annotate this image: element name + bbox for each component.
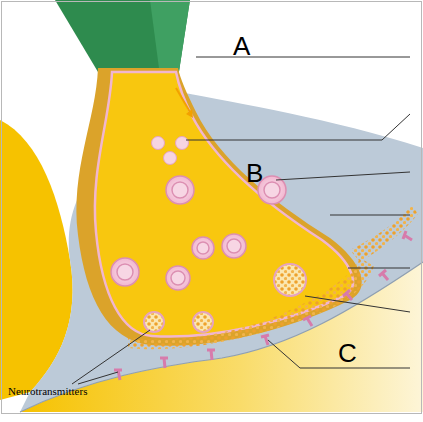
vesicle-core bbox=[197, 242, 209, 254]
axon-terminal bbox=[95, 72, 353, 337]
leader-line bbox=[78, 372, 118, 384]
leader-line bbox=[186, 114, 410, 140]
vesicle bbox=[166, 266, 190, 290]
vesicle bbox=[152, 137, 165, 150]
exocytosis-pocket bbox=[144, 312, 164, 332]
label-text: Neurotransmitters bbox=[8, 386, 87, 397]
vesicle-core bbox=[227, 239, 241, 253]
leader-lines bbox=[72, 57, 410, 384]
axon bbox=[55, 0, 190, 78]
exocytosis-pocket bbox=[274, 264, 306, 296]
leader-line bbox=[268, 340, 410, 368]
frame bbox=[2, 2, 422, 414]
vesicle-core bbox=[117, 264, 133, 280]
leader-line bbox=[196, 57, 410, 58]
callout-letter: C bbox=[338, 340, 357, 366]
vesicle-core bbox=[171, 271, 185, 285]
neurotransmitter-cloud bbox=[350, 205, 418, 262]
leader-line bbox=[276, 172, 410, 180]
receptors bbox=[114, 231, 412, 380]
receptor bbox=[160, 358, 168, 368]
vesicle-core bbox=[264, 182, 280, 198]
receptor bbox=[114, 370, 122, 380]
receptor bbox=[207, 350, 215, 360]
receptor bbox=[261, 335, 269, 345]
callout-letter: B bbox=[246, 160, 263, 186]
vesicle bbox=[164, 152, 177, 165]
neurotransmitter-cloud bbox=[145, 313, 163, 331]
neurotransmitter-cloud bbox=[275, 265, 305, 295]
vesicle bbox=[166, 176, 194, 204]
leader-line bbox=[348, 268, 410, 269]
vesicle bbox=[222, 234, 246, 258]
axon-highlight bbox=[150, 0, 190, 78]
exocytosis-pocket bbox=[193, 312, 213, 332]
synaptic-vesicles bbox=[111, 176, 286, 290]
vesicle bbox=[111, 258, 139, 286]
vesicle bbox=[176, 137, 189, 150]
receptor bbox=[379, 270, 388, 280]
vesicle bbox=[192, 237, 214, 259]
leader-line bbox=[72, 330, 150, 384]
callout-letter: A bbox=[233, 33, 250, 59]
leader-line bbox=[305, 296, 410, 312]
receptor bbox=[343, 290, 352, 300]
receptor bbox=[303, 316, 312, 326]
impulse-arrow bbox=[176, 88, 190, 112]
vesicle-core bbox=[172, 182, 188, 198]
leader-line bbox=[330, 215, 410, 216]
neurotransmitter-cloud bbox=[194, 313, 212, 331]
receptor bbox=[403, 231, 412, 240]
impulse-arrowhead bbox=[186, 109, 193, 118]
neurotransmitter-cloud bbox=[128, 258, 374, 349]
